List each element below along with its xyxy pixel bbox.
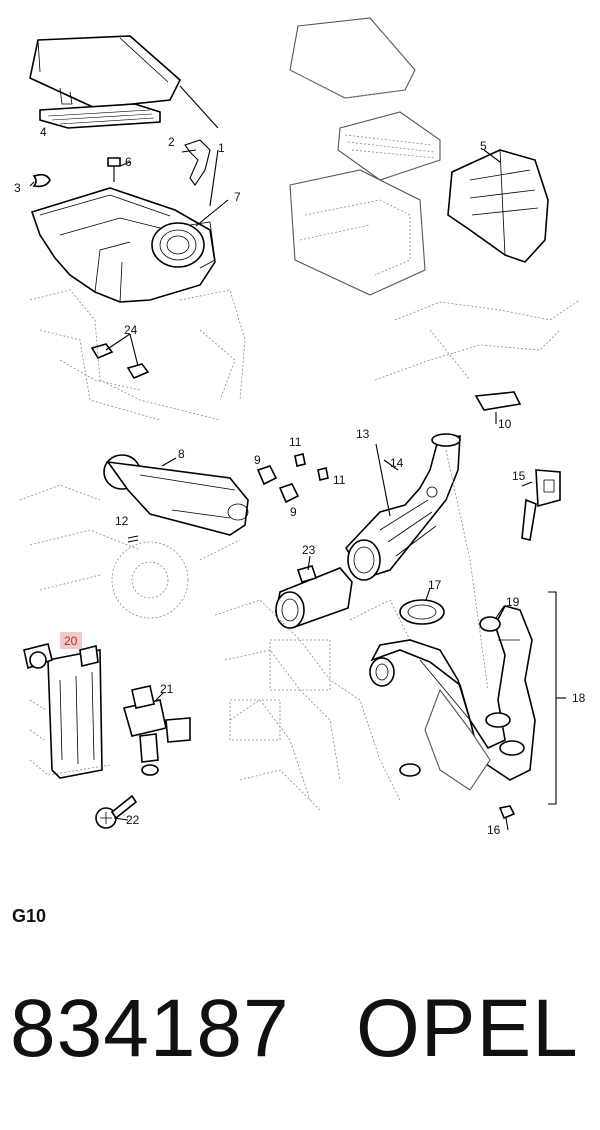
filter-element-ghost [337,111,441,181]
callout-17: 17 [428,578,442,592]
air-duct-8[interactable] [103,454,249,536]
clamps-18[interactable] [399,712,525,777]
engine-bay-ghost-left [29,289,246,421]
callout-21: 21 [160,682,174,696]
hose-clamp-17[interactable] [399,599,445,625]
highlight-box-20 [60,632,82,649]
hose-assembly-18[interactable] [369,605,536,791]
section-code: G10 [12,906,47,926]
cable-clip-12[interactable] [127,535,139,543]
callout-22: 22 [126,813,140,827]
callout-15: 15 [512,469,526,483]
air-cleaner-cover[interactable] [29,35,181,109]
callout-10: 10 [498,417,512,431]
intake-spout-7[interactable] [151,221,216,269]
callout-11a: 11 [289,435,302,449]
callout-5: 5 [480,139,487,153]
small-parts-9-11[interactable] [256,453,329,504]
callout-13: 13 [356,427,370,441]
lower-housing-ghost [289,169,426,296]
air-flow-meter-23[interactable] [275,565,353,629]
exploded-parts-diagram: 1 2 3 4 5 6 7 8 9 9 10 11 11 12 13 14 15… [14,17,586,837]
air-filter-element[interactable] [39,103,161,129]
callout-14: 14 [390,456,404,470]
engine-ghost-mid-left [19,484,241,619]
callout-19: 19 [506,595,520,609]
solenoid-valve-21[interactable] [122,685,191,776]
leader-13-dashed [445,449,489,691]
part-number: 834187 [10,983,290,1074]
clip-2[interactable] [184,139,211,186]
brand-name: OPEL [356,983,579,1074]
callout-9b: 9 [290,505,297,519]
callout-20[interactable]: 20 [64,634,78,648]
nut-16[interactable] [498,805,516,820]
callout-8: 8 [178,447,185,461]
upper-cover-ghost [289,17,416,99]
mount-clips-24[interactable] [90,343,150,380]
grommet-3[interactable] [32,173,51,188]
callout-4: 4 [40,125,47,139]
callout-1: 1 [218,141,225,155]
bolt-6[interactable] [107,157,121,182]
fuel-pump-20[interactable] [23,643,111,779]
leader-lines [29,85,533,831]
callout-24: 24 [124,323,138,337]
callout-11b: 11 [333,473,346,487]
callout-2: 2 [168,135,175,149]
engine-block-ghost [214,599,411,811]
air-cleaner-housing[interactable] [30,187,216,303]
temperature-sensor-15[interactable] [521,469,561,541]
callout-12: 12 [115,514,129,528]
bracket-5[interactable] [447,149,549,263]
gasket-10[interactable] [474,391,522,411]
callout-6: 6 [125,155,132,169]
callout-9a: 9 [254,453,261,467]
callout-18: 18 [572,691,586,705]
callout-3: 3 [14,181,21,195]
engine-ghost-right [374,299,581,381]
callout-16: 16 [487,823,501,837]
intake-hose-14[interactable] [344,433,461,581]
bracket-18 [548,591,557,805]
callout-7: 7 [234,190,241,204]
callout-23: 23 [302,543,316,557]
